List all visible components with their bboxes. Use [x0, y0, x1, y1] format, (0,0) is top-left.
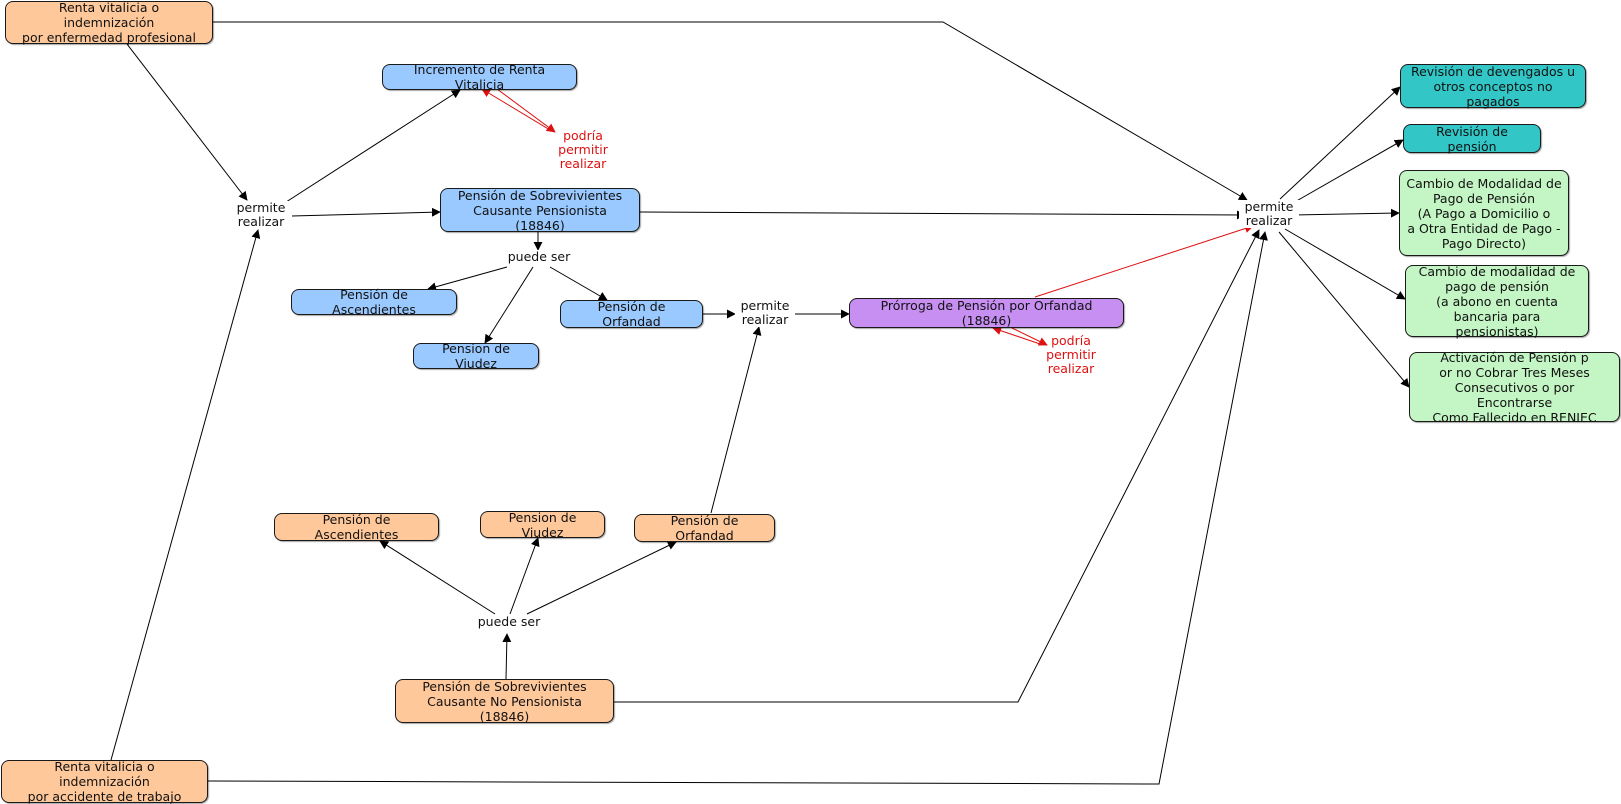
edge-puede-ser-bottom-to-ascend-orange — [379, 540, 496, 615]
link-permite-left: permite realizar — [231, 201, 291, 229]
node-renta-enfermedad[interactable]: Renta vitalicia o indemnización por enfe… — [5, 0, 213, 45]
node-pension-ascendientes-blue[interactable]: Pensión de Ascendientes — [291, 287, 457, 317]
edge-permite-right-to-activacion — [1278, 231, 1410, 388]
node-pension-sobrev-pensionista[interactable]: Pensión de Sobrevivientes Causante Pensi… — [440, 188, 640, 233]
link-permite-right: permite realizar — [1239, 200, 1299, 228]
edge-orfandad-orange-to-permite-mid — [710, 326, 762, 514]
edge-podria-mid-to-prorroga — [992, 326, 1041, 345]
edge-puede-ser-bottom-to-viudez-orange — [509, 537, 540, 615]
node-cambio-modalidad-abono[interactable]: Cambio de modalidad de pago de pensión (… — [1405, 264, 1589, 339]
node-revision-pension[interactable]: Revisión de pensión — [1403, 124, 1541, 154]
node-pension-sobrev-no-pensionista[interactable]: Pensión de Sobrevivientes Causante No Pe… — [395, 679, 614, 724]
edge-puede-ser-to-orfandad-blue — [549, 266, 608, 301]
edge-puede-ser-bottom-to-orfandad-orange — [526, 541, 677, 615]
edge-sobrev-to-permite-right — [639, 210, 1246, 220]
edge-puede-ser-to-viudez-blue — [484, 266, 534, 344]
edge-incremento-to-podria-top — [496, 88, 556, 133]
edge-prorroga-to-podria-mid — [1011, 327, 1048, 346]
edge-puede-ser-to-ascend-blue — [427, 266, 508, 292]
link-puede-ser-bottom: puede ser — [473, 615, 545, 629]
link-puede-ser-top: puede ser — [503, 250, 575, 264]
node-revision-devengados[interactable]: Revisión de devengados u otros conceptos… — [1400, 64, 1586, 109]
node-pension-viudez-orange[interactable]: Pension de Viudez — [480, 510, 605, 540]
edge-permite-right-to-revision-devengados — [1279, 86, 1401, 200]
edge-enfermedad-to-permite-left — [126, 43, 248, 201]
edge-permite-left-to-incremento — [282, 89, 461, 205]
link-permite-mid: permite realizar — [735, 299, 795, 327]
edge-enfermedad-to-permite-right — [213, 21, 1248, 201]
edge-permite-right-to-cambio-abono — [1284, 228, 1406, 300]
edge-accidente-to-permite-left — [110, 229, 261, 761]
node-prorroga-orfandad[interactable]: Prórroga de Pensión por Orfandad (18846) — [849, 298, 1124, 328]
node-pension-orfandad-orange[interactable]: Pensión de Orfandad — [634, 513, 775, 543]
edge-no-pensionista-to-permite-right — [614, 229, 1260, 703]
node-pension-ascendientes-orange[interactable]: Pensión de Ascendientes — [274, 512, 439, 542]
edge-accidente-to-permite-right — [207, 231, 1268, 785]
edge-permite-right-to-cambio-directo — [1292, 208, 1400, 218]
edge-permite-left-to-sobrev — [291, 207, 441, 217]
edge-no-pensionista-to-puede-ser — [502, 633, 512, 680]
node-cambio-modalidad-directo[interactable]: Cambio de Modalidad de Pago de Pensión (… — [1399, 170, 1569, 256]
edge-permite-right-to-revision-pension — [1292, 139, 1404, 204]
link-podria-top: podría permitir realizar — [558, 128, 608, 171]
edge-podria-top-to-incremento — [481, 88, 551, 131]
node-incremento-renta[interactable]: Incremento de Renta Vitalicia — [382, 62, 577, 92]
node-pension-orfandad-blue[interactable]: Pensión de Orfandad — [560, 299, 703, 329]
node-renta-accidente[interactable]: Renta vitalicia o indemnización por acci… — [1, 759, 208, 804]
link-podria-mid: podría permitir realizar — [1046, 333, 1096, 376]
node-activacion-pension[interactable]: Activación de Pensión p or no Cobrar Tre… — [1409, 350, 1620, 425]
edge-prorroga-to-permite-right — [1034, 224, 1254, 298]
node-pension-viudez-blue[interactable]: Pension de Viudez — [413, 341, 539, 371]
